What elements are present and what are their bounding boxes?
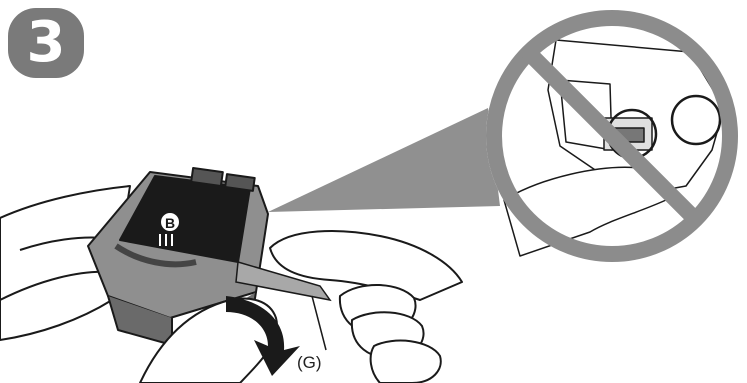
step-number: 3 xyxy=(8,8,84,78)
callout-wedge xyxy=(268,108,500,212)
cartridge-logo: B xyxy=(165,215,175,231)
callout-leader xyxy=(312,296,326,350)
callout-label-g: (G) xyxy=(297,353,322,373)
prohibited-inset xyxy=(486,10,738,262)
step-badge: 3 xyxy=(8,8,84,78)
